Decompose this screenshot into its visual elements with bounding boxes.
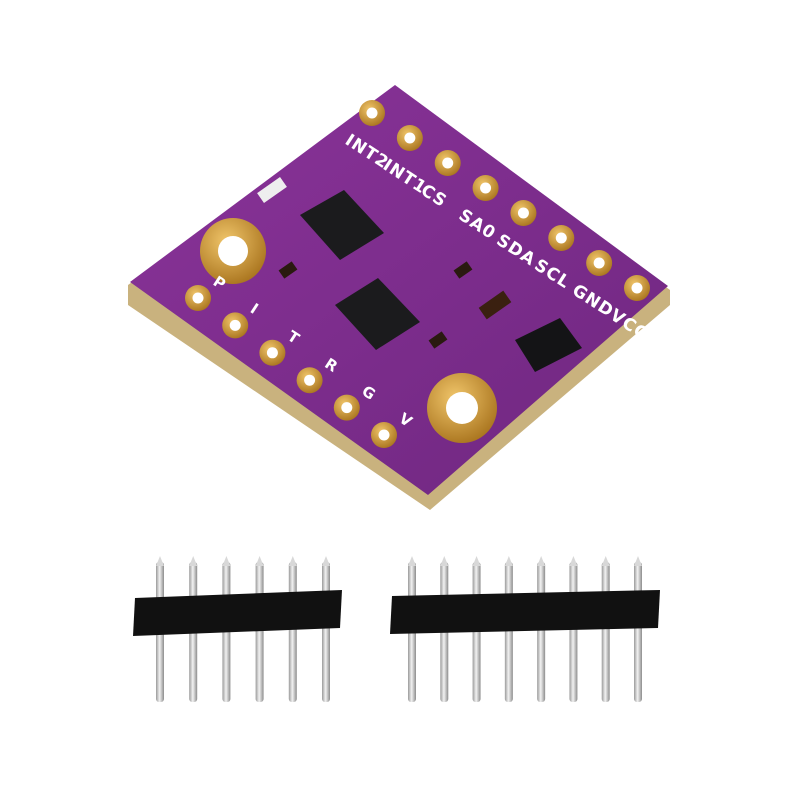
resistor xyxy=(278,261,298,279)
led xyxy=(257,177,287,203)
header-pad xyxy=(396,125,423,151)
header-pad xyxy=(359,100,385,126)
mounting-hole xyxy=(200,218,266,284)
capacitor xyxy=(478,290,512,320)
header-pad xyxy=(586,250,613,276)
header-pad xyxy=(624,275,650,301)
header-pad xyxy=(510,200,537,226)
header-pad xyxy=(371,422,397,448)
header-pad xyxy=(185,285,211,311)
header-pad xyxy=(222,312,249,339)
header-pad xyxy=(434,150,461,176)
resistor xyxy=(453,261,473,279)
header-pad xyxy=(472,175,499,201)
header-plastic-long xyxy=(390,590,660,634)
header-pad xyxy=(259,339,286,366)
header-pin xyxy=(634,556,642,702)
sensor-chip xyxy=(335,278,420,350)
mounting-hole xyxy=(427,373,497,443)
regulator-chip xyxy=(515,318,582,372)
header-pad xyxy=(296,367,323,394)
header-pad xyxy=(333,394,360,421)
pcb-board xyxy=(130,85,668,495)
header-pad xyxy=(548,225,575,251)
header-pin xyxy=(322,556,330,702)
resistor xyxy=(428,331,448,349)
sensor-chip xyxy=(300,190,384,260)
header-plastic-short xyxy=(133,590,342,636)
